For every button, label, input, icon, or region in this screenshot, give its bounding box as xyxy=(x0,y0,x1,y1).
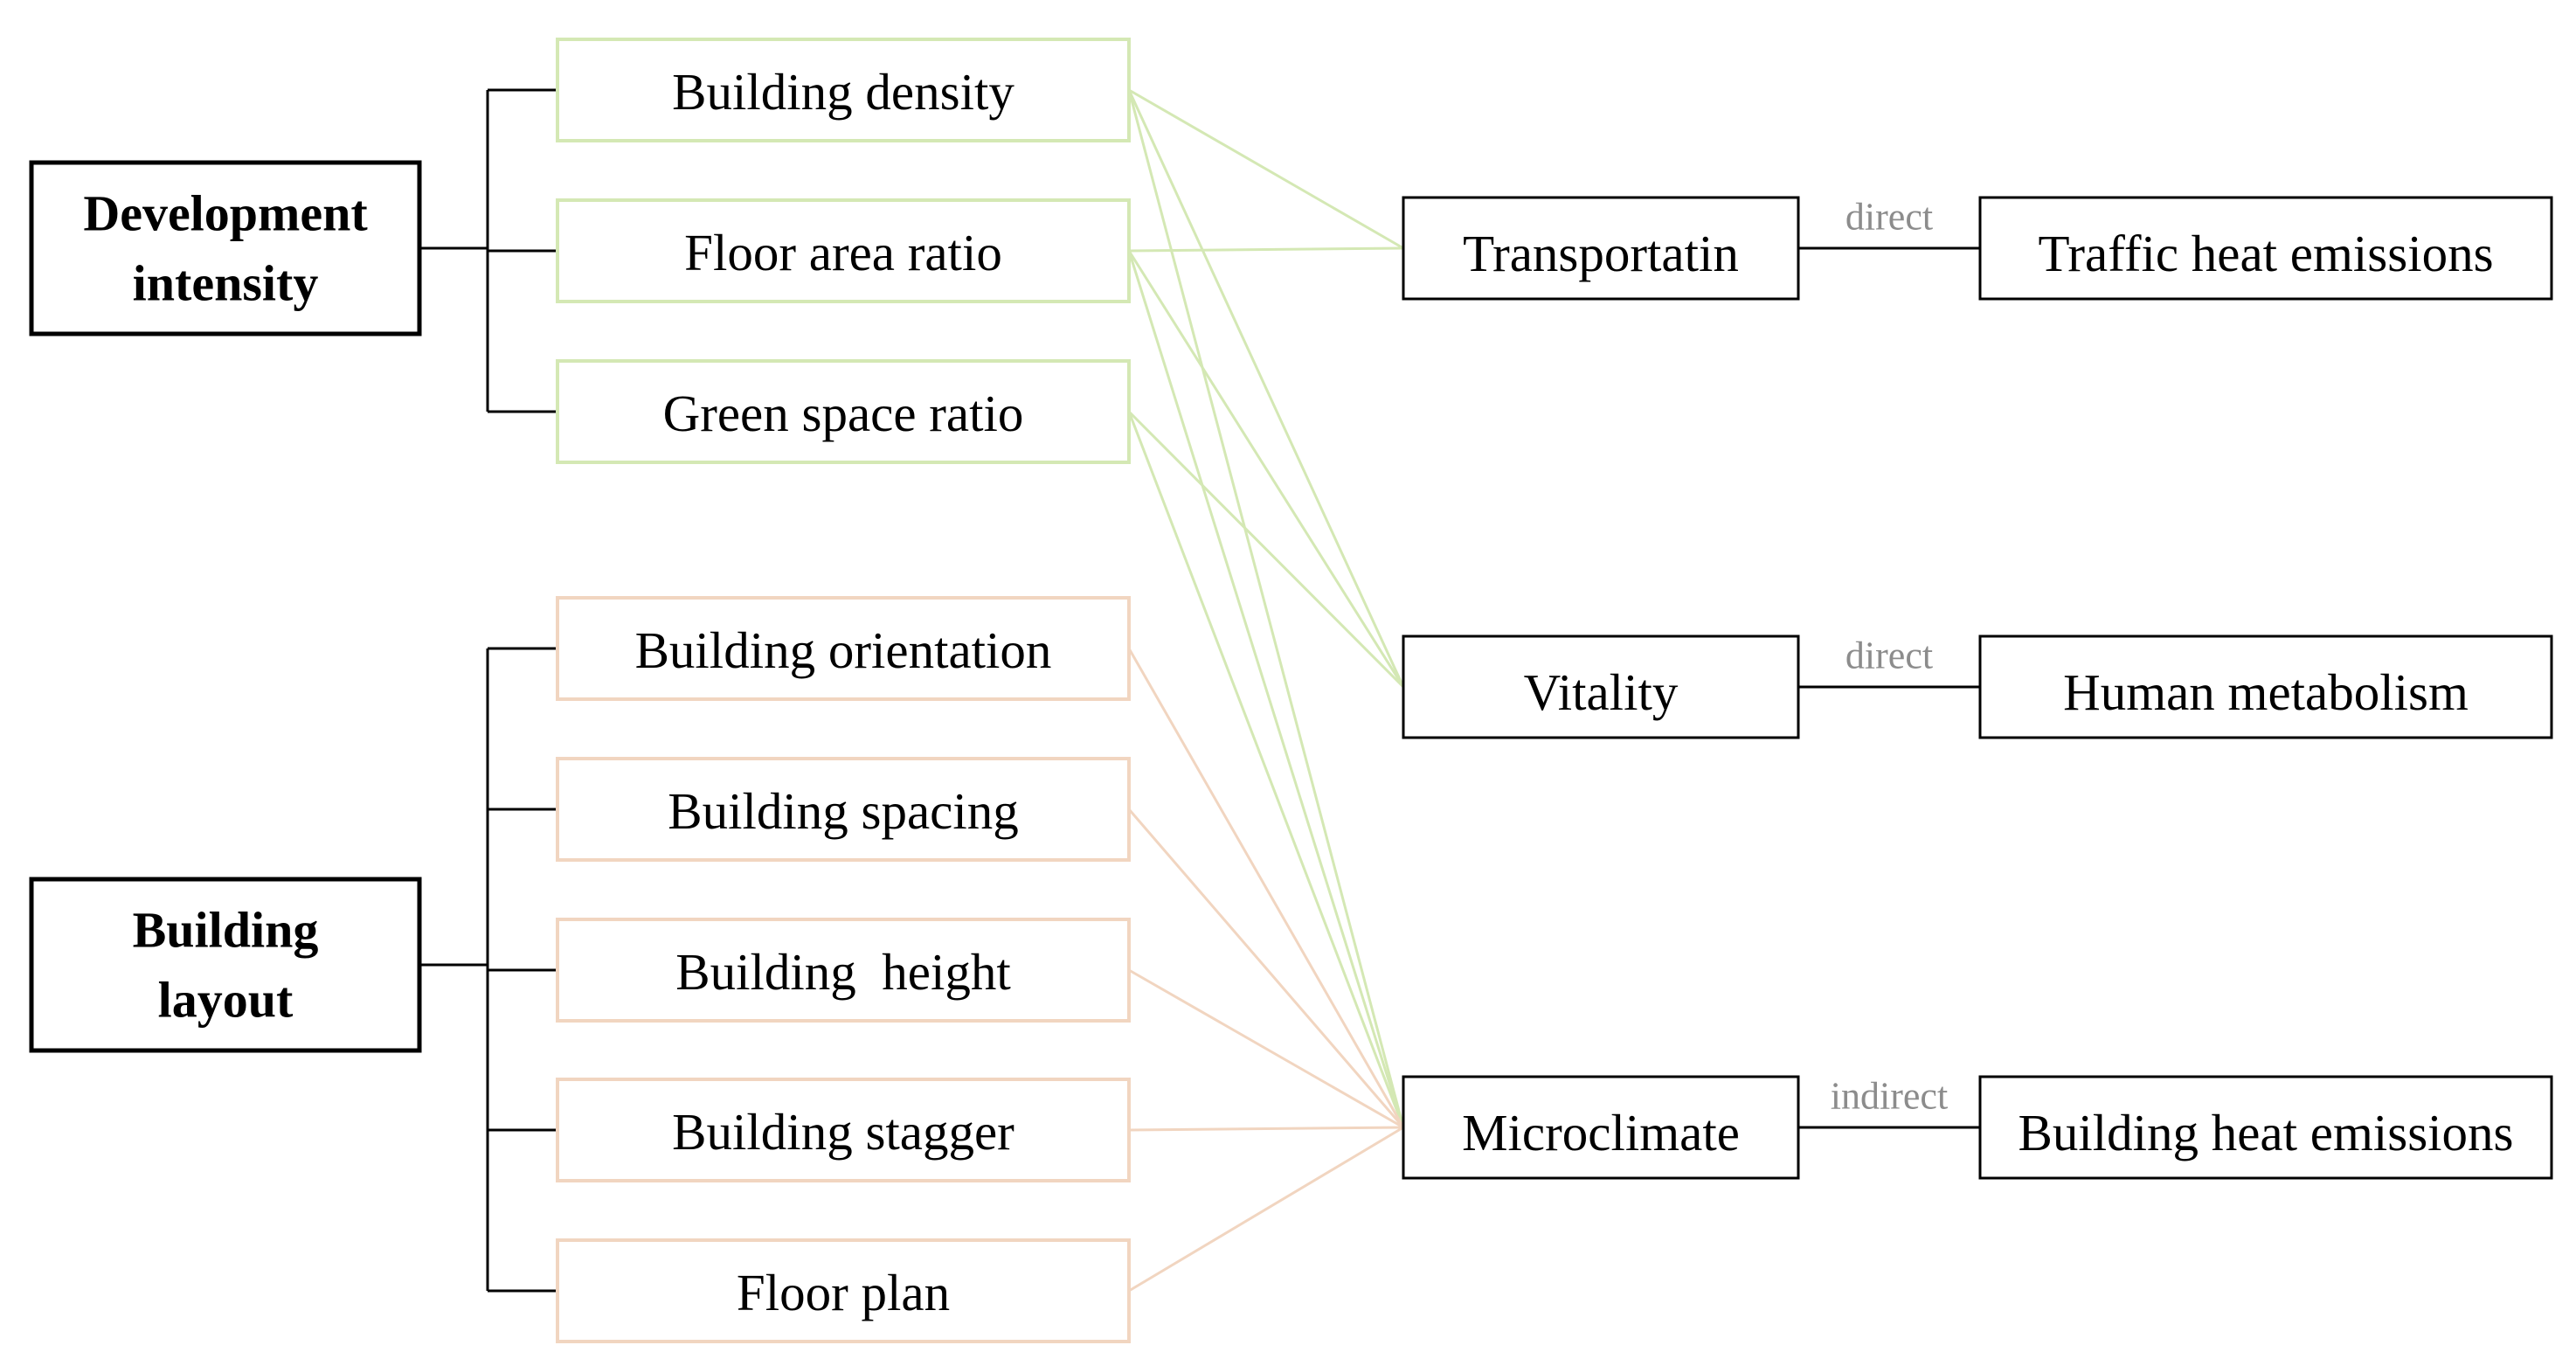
category-label-layout-line-1: Building xyxy=(133,902,319,959)
link-height-to-micro xyxy=(1128,968,1404,1129)
factor-box-plan: Floor plan xyxy=(556,1238,1131,1343)
relation-label-direct: direct xyxy=(1845,634,1933,677)
factor-box-orientation: Building orientation xyxy=(556,596,1131,701)
category-label-intensity-line-2: intensity xyxy=(133,255,319,312)
category-box-layout: Building layout xyxy=(29,877,422,1053)
factor-label-green: Green space ratio xyxy=(663,385,1024,442)
link-far-to-transport xyxy=(1128,246,1404,253)
mediator-outcome-links: direct direct indirect xyxy=(1798,196,1980,1129)
bracket-layout xyxy=(419,647,557,1293)
diagram-boxes: DevelopmentintensityBuildinglayoutBuildi… xyxy=(29,38,2553,1343)
link-density-to-micro xyxy=(1127,89,1405,1128)
link-stagger-to-micro xyxy=(1128,1126,1404,1132)
factor-links xyxy=(1127,88,1405,1293)
mediator-box-vitality: Vitality xyxy=(1402,634,1800,739)
factor-box-spacing: Building spacing xyxy=(556,757,1131,862)
factor-label-spacing: Building spacing xyxy=(668,782,1019,840)
outcome-box-traffic: Traffic heat emissions xyxy=(1978,196,2553,301)
factor-label-height: Building height xyxy=(675,943,1011,1001)
link-spacing-to-micro xyxy=(1127,808,1405,1128)
category-brackets xyxy=(419,88,557,1293)
mediator-label-vitality: Vitality xyxy=(1524,663,1679,721)
category-label-layout-line-2: layout xyxy=(158,972,294,1029)
factor-box-stagger: Building stagger xyxy=(556,1078,1131,1182)
relation-label-indirect: indirect xyxy=(1831,1075,1948,1118)
mediator-label-transport: Transportatin xyxy=(1463,225,1739,282)
link-far-to-micro xyxy=(1127,250,1405,1128)
relation-micro-to-building: indirect xyxy=(1798,1075,1980,1129)
link-density-to-transport xyxy=(1128,88,1404,250)
factor-box-density: Building density xyxy=(556,38,1131,142)
factor-label-plan: Floor plan xyxy=(737,1264,950,1321)
link-green-to-vitality xyxy=(1127,410,1405,689)
relation-vitality-to-human: direct xyxy=(1798,634,1980,689)
outcome-box-human: Human metabolism xyxy=(1978,634,2553,739)
factor-label-stagger: Building stagger xyxy=(672,1103,1014,1161)
outcome-box-building: Building heat emissions xyxy=(1978,1075,2553,1180)
factor-box-far: Floor area ratio xyxy=(556,198,1131,303)
link-far-to-vitality xyxy=(1127,250,1405,688)
outcome-label-traffic: Traffic heat emissions xyxy=(2038,225,2493,282)
factor-box-height: Building height xyxy=(556,918,1131,1023)
link-green-to-micro xyxy=(1127,411,1405,1128)
category-box-intensity: Development intensity xyxy=(29,160,422,336)
mediator-label-micro: Microclimate xyxy=(1462,1104,1740,1161)
category-label-intensity-line-1: Development xyxy=(83,185,368,242)
outcome-label-building: Building heat emissions xyxy=(2018,1104,2513,1161)
factor-label-density: Building density xyxy=(672,63,1014,121)
relation-transport-to-traffic: direct xyxy=(1798,196,1980,250)
link-orientation-to-micro xyxy=(1127,648,1405,1128)
bracket-intensity xyxy=(419,88,557,413)
factor-label-orientation: Building orientation xyxy=(635,621,1052,679)
relation-label-direct: direct xyxy=(1845,196,1933,239)
mediator-box-micro: Microclimate xyxy=(1402,1075,1800,1180)
outcome-label-human: Human metabolism xyxy=(2063,663,2469,721)
link-plan-to-micro xyxy=(1128,1126,1404,1293)
factor-box-green: Green space ratio xyxy=(556,359,1131,464)
link-density-to-vitality xyxy=(1127,89,1405,688)
mediator-box-transport: Transportatin xyxy=(1402,196,1800,301)
factor-label-far: Floor area ratio xyxy=(684,224,1002,281)
